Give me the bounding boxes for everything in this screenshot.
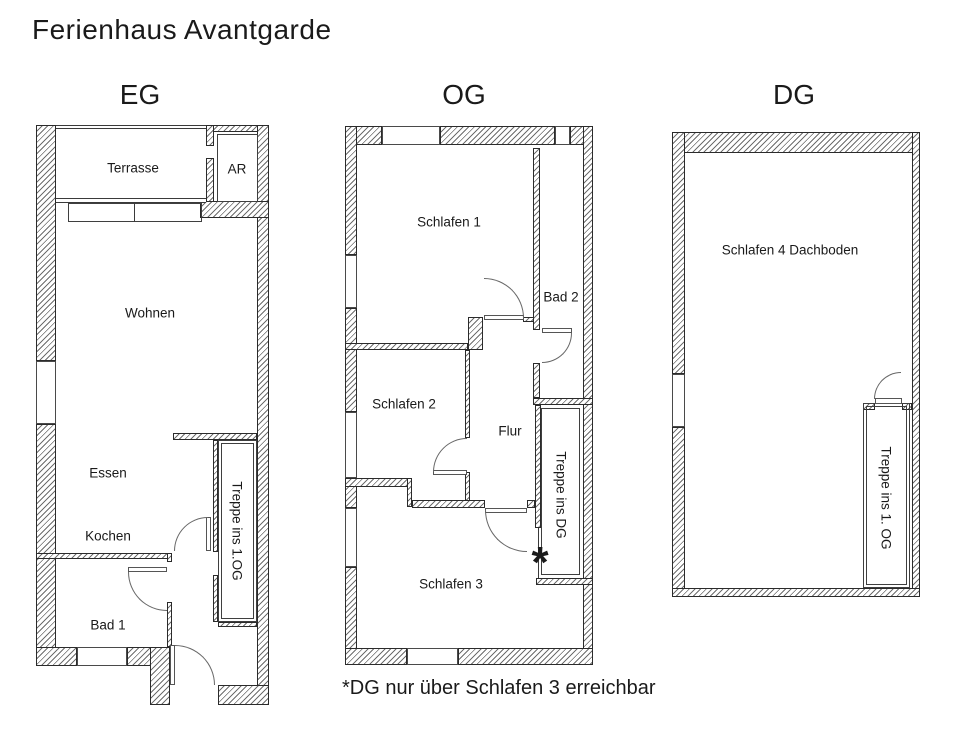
room-label-flur: Flur [498, 423, 522, 439]
wall-segment [200, 201, 269, 218]
window-opening [345, 508, 357, 567]
wall-segment [533, 148, 540, 330]
window-opening [36, 361, 56, 424]
wall-segment [36, 553, 170, 559]
wall-segment [672, 588, 920, 597]
floorplan-dg: Schlafen 4 Dachboden Treppe ins 1. OG [672, 132, 920, 597]
room-label-bad1: Bad 1 [90, 617, 126, 633]
bad1-door-leaf [128, 567, 167, 572]
room-label-treppe-dg: Treppe ins 1. OG [878, 446, 894, 550]
wall-segment [257, 125, 269, 705]
room-label-treppe-eg: Treppe ins 1.OG [229, 481, 245, 581]
railing-line [56, 125, 206, 129]
wall-segment [36, 424, 56, 648]
schlafen1-door-arc [484, 278, 524, 318]
wall-segment [412, 500, 485, 508]
opening-line [134, 203, 135, 222]
wall-segment [36, 125, 56, 361]
window-opening [382, 126, 440, 145]
railing-line [56, 198, 206, 203]
wall-segment [536, 578, 593, 585]
wall-segment [213, 440, 218, 552]
stair-outline [218, 440, 257, 622]
wall-segment [533, 363, 540, 398]
room-label-bad2: Bad 2 [543, 289, 579, 305]
window-opening [672, 374, 685, 427]
wall-segment [465, 350, 470, 438]
room-outline [221, 443, 254, 619]
wall-segment [345, 308, 357, 412]
wall-segment [218, 685, 269, 705]
wall-segment [150, 647, 170, 705]
wall-segment [407, 478, 412, 507]
stair-outline [541, 408, 580, 575]
floor-label-og: OG [442, 79, 486, 110]
wall-segment [167, 553, 172, 562]
wall-segment [213, 575, 218, 622]
wall-segment [458, 648, 593, 665]
wall-segment [173, 433, 257, 440]
bad2-door-arc [542, 333, 572, 363]
stair-access-asterisk: * [531, 538, 549, 587]
bad2-door-leaf [542, 328, 572, 333]
footnote: *DG nur über Schlafen 3 erreichbar [342, 677, 656, 699]
wall-segment [218, 622, 257, 627]
room-label-treppe-og: Treppe ins DG [553, 451, 569, 539]
wall-segment [535, 405, 541, 528]
window-opening [345, 412, 357, 478]
window-opening [555, 126, 570, 145]
terrace-steps [68, 203, 202, 222]
wall-segment [167, 602, 172, 647]
wall-segment [468, 317, 483, 350]
room-label-wohnen: Wohnen [124, 305, 176, 321]
wall-segment [206, 125, 214, 146]
schlafen2-door-arc [433, 438, 467, 472]
schlafen3-door-arc [485, 510, 527, 552]
wall-segment [345, 567, 357, 665]
floor-label-dg: DG [773, 79, 815, 110]
wall-segment [36, 647, 77, 666]
window-opening [345, 255, 357, 308]
bad1-door-arc [128, 572, 167, 611]
entrance-door-arc [175, 645, 215, 685]
wall-segment [440, 126, 555, 145]
wall-segment [345, 343, 468, 350]
wall-segment [345, 478, 412, 487]
floorplan-eg: Terrasse AR Wohnen Essen Kochen Bad 1 Tr… [36, 125, 269, 705]
opening-line [538, 528, 539, 578]
kochen-door-arc [174, 517, 208, 551]
wall-segment [672, 132, 685, 374]
wall-segment [912, 132, 920, 597]
room-outline [866, 406, 907, 585]
wall-segment [672, 132, 920, 153]
floor-label-eg: EG [119, 79, 161, 110]
room-label-schlafen3: Schlafen 3 [419, 576, 483, 592]
room-label-schlafen2: Schlafen 2 [372, 396, 436, 412]
wall-segment [345, 648, 407, 665]
window-opening [407, 648, 458, 665]
wall-segment [533, 398, 593, 405]
wall-segment [206, 158, 214, 202]
wall-segment [527, 500, 535, 508]
room-label-kochen: Kochen [85, 528, 131, 544]
page-title: Ferienhaus Avantgarde [32, 14, 332, 45]
entrance-door-leaf [170, 645, 175, 685]
wall-segment [345, 126, 357, 255]
dg-stair-door-arc [874, 372, 901, 399]
wall-segment [672, 427, 685, 597]
floorplan-og: Schlafen 1 Bad 2 Schlafen 2 Flur Treppe … [345, 126, 593, 665]
window-opening [77, 647, 127, 666]
room-label-schlafen4: Schlafen 4 Dachboden [721, 242, 859, 258]
room-label-terrasse: Terrasse [107, 160, 159, 176]
room-label-ar: AR [227, 161, 247, 177]
room-label-essen: Essen [89, 465, 127, 481]
room-label-schlafen1: Schlafen 1 [417, 214, 481, 230]
storage-room-outline [217, 134, 258, 202]
